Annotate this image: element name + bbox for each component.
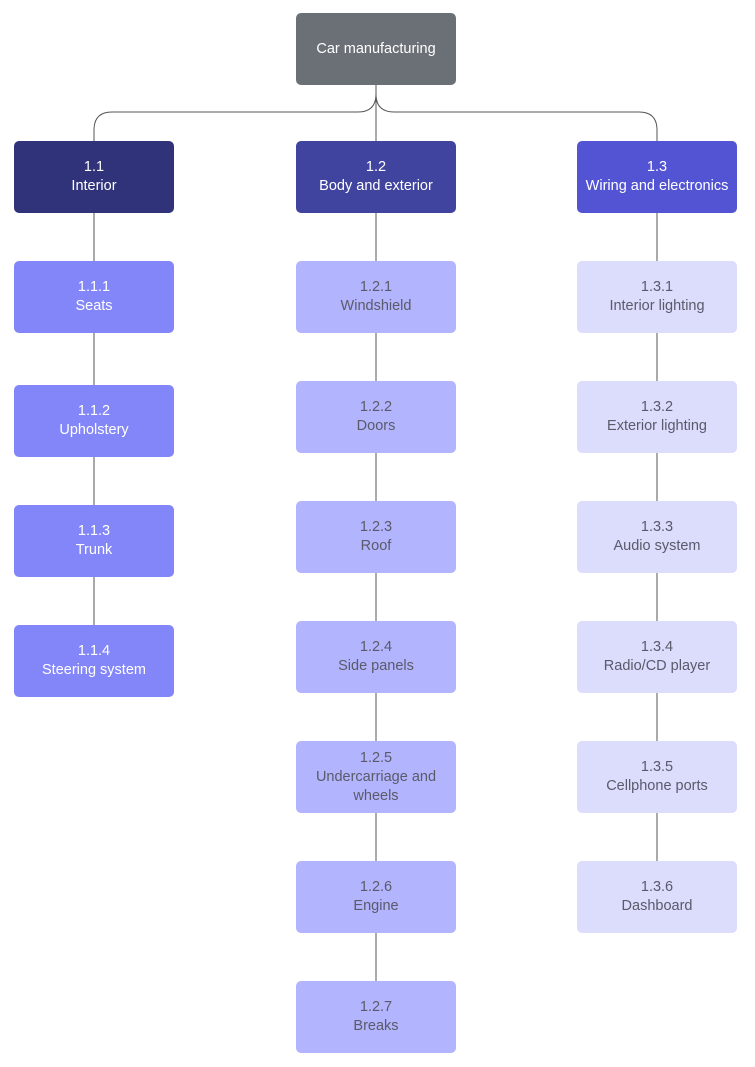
- node-id: 1.3: [646, 159, 668, 175]
- node-id: 1.2.1: [359, 279, 393, 295]
- node-label: Steering system: [42, 662, 146, 678]
- node-id: 1.1: [83, 159, 105, 175]
- node-label: Car manufacturing: [316, 40, 436, 57]
- node-id: 1.1.2: [77, 403, 111, 419]
- node-id: 1.2: [365, 159, 387, 175]
- node-label: Dashboard: [621, 898, 693, 914]
- node-id: 1.3.3: [640, 519, 674, 535]
- node-id: 1.2.2: [359, 399, 393, 415]
- node-id: 1.2.5: [359, 749, 393, 766]
- node-id: 1.3.4: [640, 639, 674, 655]
- node-label: Upholstery: [59, 422, 129, 438]
- connector-root-branch: [93, 93, 377, 141]
- node-id: 1.2.4: [359, 639, 393, 655]
- connector-root-branch: [375, 93, 658, 141]
- node-id: 1.2.3: [359, 519, 393, 535]
- node-id: 1.3.6: [640, 879, 674, 895]
- node-label: Interior: [71, 178, 117, 194]
- node-id: 1.1.1: [77, 279, 111, 295]
- node-label: Windshield: [340, 298, 412, 314]
- node-id: 1.1.3: [77, 523, 111, 539]
- node-label: Body and exterior: [319, 178, 433, 194]
- node-label: Cellphone ports: [606, 778, 708, 794]
- node-id: 1.2.6: [359, 879, 393, 895]
- node-label: Exterior lighting: [607, 418, 707, 434]
- node-label: Breaks: [353, 1018, 399, 1034]
- node-label: Doors: [356, 418, 396, 434]
- node-label: Trunk: [75, 542, 113, 558]
- node-id: 1.2.7: [359, 999, 393, 1015]
- node-label: Seats: [75, 298, 113, 314]
- node-id: 1.1.4: [77, 643, 111, 659]
- node-id: 1.3.5: [640, 759, 674, 775]
- node-label: Roof: [360, 538, 392, 554]
- node-label: Engine: [353, 898, 399, 914]
- node-label: Undercarriage and wheels: [315, 768, 437, 804]
- node-label: Audio system: [613, 538, 701, 554]
- node-id: 1.3.2: [640, 399, 674, 415]
- root-node: Car manufacturing: [296, 13, 456, 85]
- node-label: Radio/CD player: [603, 658, 711, 674]
- node-id: 1.3.1: [640, 279, 674, 295]
- node-label: Side panels: [338, 658, 414, 674]
- node-label: Interior lighting: [609, 298, 705, 314]
- node-label: Wiring and electronics: [585, 178, 729, 194]
